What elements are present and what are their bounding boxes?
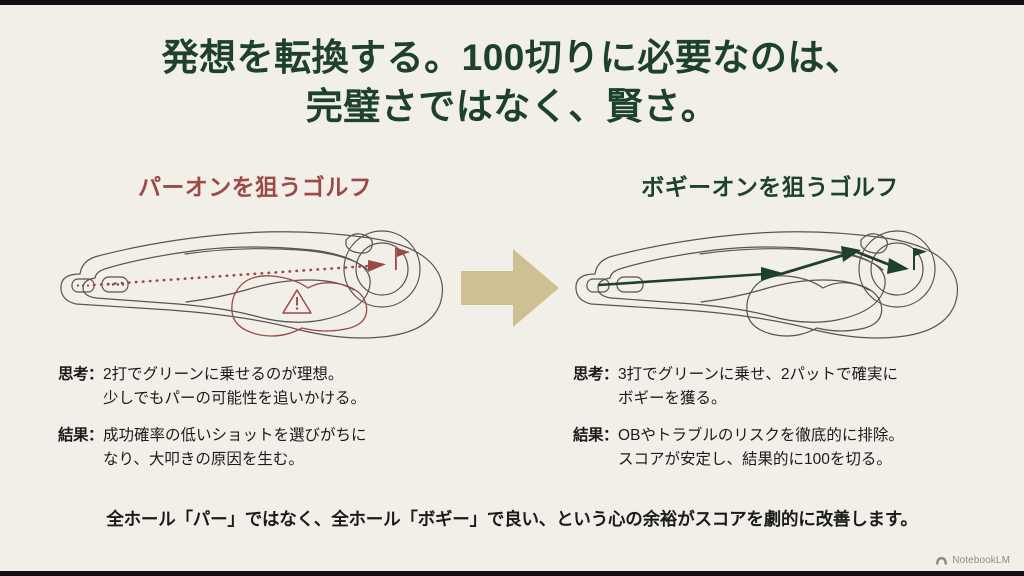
- right-result-label: 結果：: [573, 427, 619, 445]
- fairway-shape-bottom: [700, 279, 870, 303]
- left-row-result: 結果： 成功確率の低いショットを選びがちに なり、大叩きの原因を生む。: [58, 424, 478, 471]
- title-line-2: 完璧さではなく、賢さ。: [305, 85, 719, 127]
- left-thought-line-1: 2打でグリーンに乗せるのが理想。: [103, 366, 344, 383]
- right-thought-line-1: 3打でグリーンに乗せ、2パットで確実に: [618, 366, 898, 383]
- right-row-thought: 思考： 3打でグリーンに乗せ、2パットで確実に ボギーを獲る。: [573, 363, 993, 410]
- hazard-area: [231, 275, 368, 337]
- golf-hole-diagram-bogey-on: [565, 212, 965, 347]
- left-result-label: 結果：: [58, 427, 104, 445]
- right-result-line-1: OBやトラブルのリスクを徹底的に排除。: [618, 427, 904, 445]
- warning-triangle-icon: [282, 289, 312, 314]
- shot-3-arrowhead: [887, 258, 909, 274]
- page-title: 発想を転換する。100切りに必要なのは、 完璧さではなく、賢さ。: [0, 34, 1024, 132]
- title-line-1: 発想を転換する。100切りに必要なのは、: [161, 37, 863, 78]
- shot-route-1: [597, 267, 785, 287]
- shot-route-3: [855, 250, 909, 274]
- greenside-bunker: [345, 233, 373, 254]
- green: [870, 242, 924, 296]
- left-result-body: 成功確率の低いショットを選びがちに なり、大叩きの原因を生む。: [103, 424, 478, 471]
- green-surround: [858, 230, 936, 308]
- right-thought-line-2: ボギーを獲る。: [618, 389, 727, 407]
- route-arrowhead: [368, 260, 386, 272]
- left-thought-label: 思考：: [58, 366, 104, 383]
- fairway-outline: [82, 246, 371, 323]
- fairway-shape-top: [699, 248, 884, 271]
- right-row-result: 結果： OBやトラブルのリスクを徹底的に排除。 スコアが安定し、結果的に100を…: [573, 424, 993, 471]
- flag-icon-green: [913, 248, 927, 270]
- flag-icon-red: [395, 248, 410, 270]
- transition-arrow: [455, 243, 567, 338]
- left-result-line-1: 成功確率の低いショットを選びがちに: [103, 427, 367, 445]
- footer-summary: 全ホール「パー」ではなく、全ホール「ボギー」で良い、という心の余裕がスコアを劇的…: [106, 509, 918, 529]
- shot-1-arrowhead: [761, 267, 785, 281]
- fairway-outline: [597, 246, 886, 323]
- left-column-heading: パーオンを狙うゴルフ: [138, 174, 372, 200]
- right-block-arrow-icon: [461, 249, 559, 327]
- left-row-thought: 思考： 2打でグリーンに乗せるのが理想。 少しでもパーの可能性を追いかける。: [58, 363, 478, 410]
- hazard-area: [746, 275, 883, 337]
- right-column-heading: ボギーオンを狙うゴルフ: [641, 174, 899, 200]
- golf-hole-diagram-par-on: [50, 212, 450, 347]
- right-result-line-2: スコアが安定し、結果的に100を切る。: [618, 450, 892, 468]
- right-thought-body: 3打でグリーンに乗せ、2パットで確実に ボギーを獲る。: [618, 363, 993, 410]
- letterbox-top: [0, 0, 1024, 5]
- left-thought-body: 2打でグリーンに乗せるのが理想。 少しでもパーの可能性を追いかける。: [103, 363, 478, 410]
- hole-outline: [60, 231, 443, 339]
- watermark-label: NotebookLM: [952, 555, 1010, 566]
- letterbox-bottom: [0, 571, 1024, 576]
- shot-2-arrowhead: [841, 246, 861, 262]
- right-result-body: OBやトラブルのリスクを徹底的に排除。 スコアが安定し、結果的に100を切る。: [618, 424, 993, 471]
- green: [355, 242, 409, 296]
- notebooklm-logo-icon: [936, 557, 948, 565]
- left-description-block: 思考： 2打でグリーンに乗せるのが理想。 少しでもパーの可能性を追いかける。 結…: [58, 363, 478, 471]
- fairway-shape-top: [184, 248, 369, 271]
- right-description-block: 思考： 3打でグリーンに乗せ、2パットで確実に ボギーを獲る。 結果： OBやト…: [573, 363, 993, 471]
- shot-route-2: [779, 246, 861, 276]
- green-surround: [343, 230, 421, 308]
- left-thought-line-2: 少しでもパーの可能性を追いかける。: [103, 389, 367, 407]
- notebooklm-watermark: NotebookLM: [935, 555, 1010, 566]
- shot-route-dotted: [92, 260, 386, 287]
- greenside-bunker: [860, 233, 888, 254]
- hole-outline: [575, 231, 958, 339]
- right-thought-label: 思考：: [573, 366, 619, 383]
- left-result-line-2: なり、大叩きの原因を生む。: [103, 450, 304, 468]
